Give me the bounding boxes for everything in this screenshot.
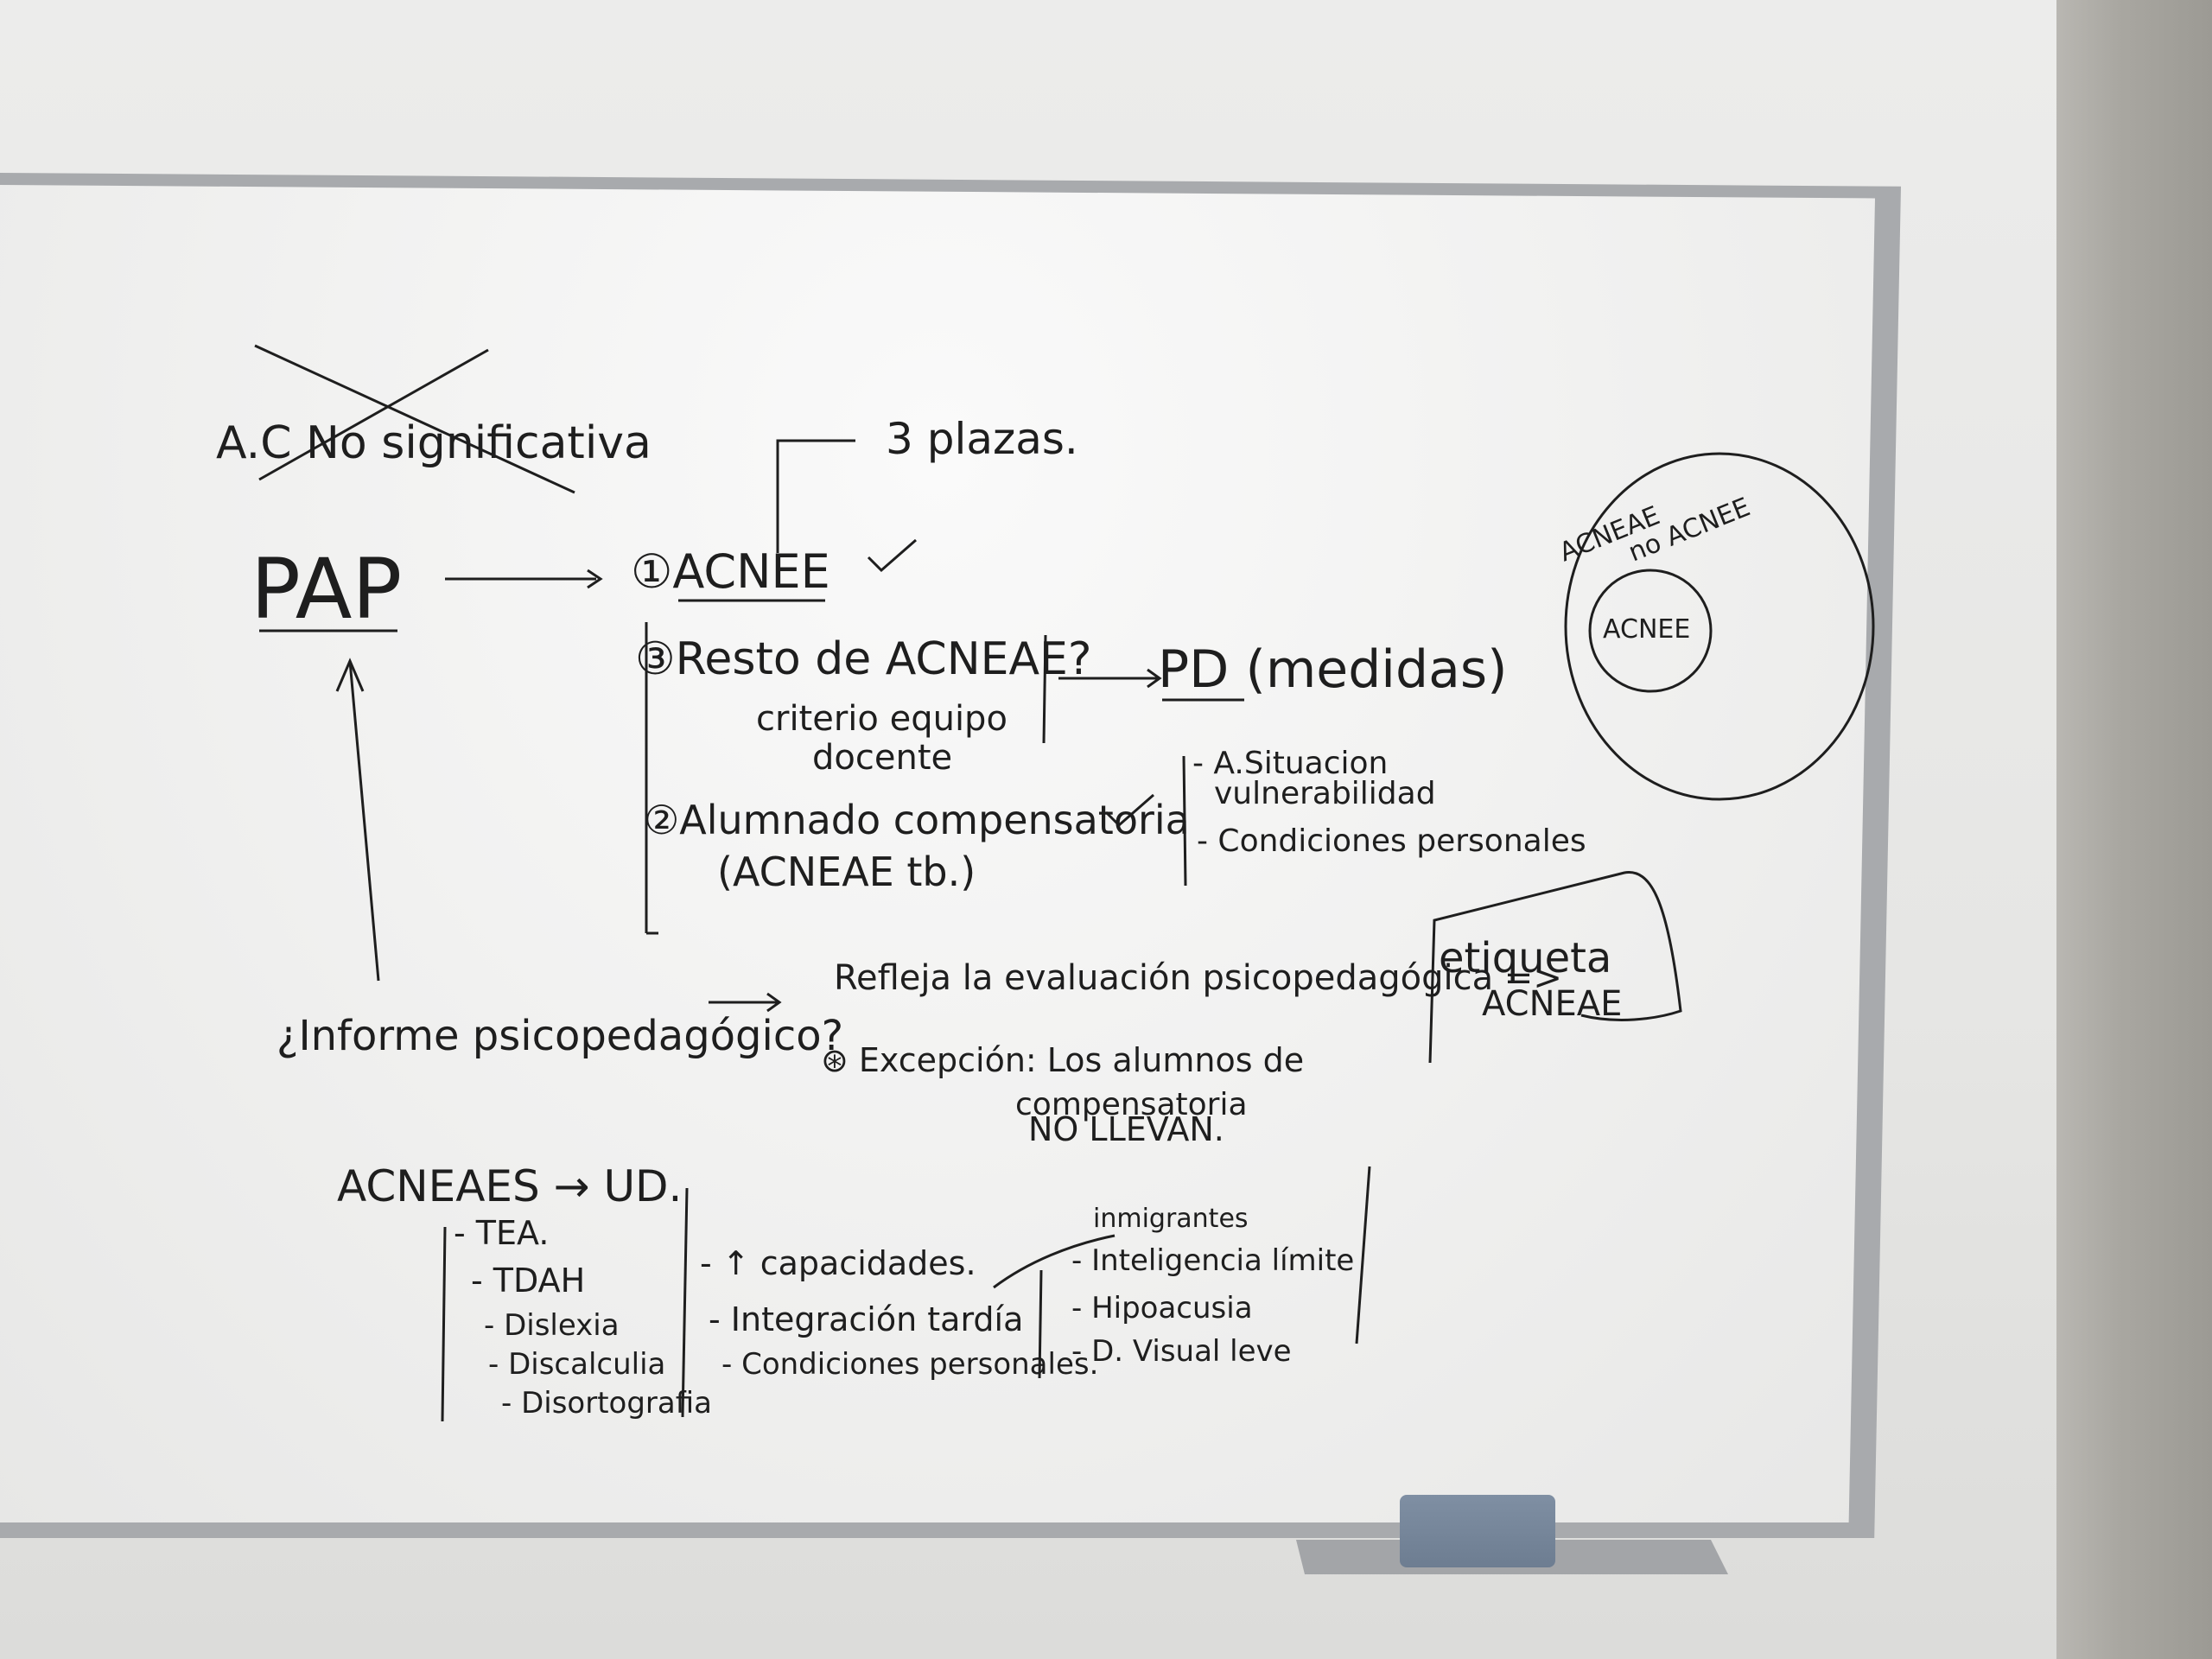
condiciones-line: - Condiciones personales: [1197, 823, 1586, 859]
etiqueta-label1: etiqueta: [1439, 934, 1611, 982]
inner-circle: [1588, 569, 1713, 693]
etiqueta-label2: ACNEAE: [1482, 984, 1622, 1024]
plazas-arrow: [776, 439, 855, 553]
item-resto: ③Resto de ACNEAE?: [635, 633, 1092, 685]
refleja-text: Refleja la evaluación psicopedagógica =>: [834, 958, 1562, 998]
outer-circle: [1564, 452, 1875, 801]
crossed-out-note: A.C No significativa: [216, 417, 652, 469]
whiteboard: [0, 185, 1875, 1522]
cross-line: [258, 348, 489, 481]
list-c-item: - Inteligencia límite: [1071, 1243, 1354, 1278]
list-b-item: - Integración tardía: [709, 1300, 1023, 1338]
list-a-item: - Discalculia: [488, 1347, 665, 1382]
situacion-line2: vulnerabilidad: [1214, 776, 1436, 811]
item-resto-sub2: docente: [812, 738, 952, 778]
item-resto-sub1: criterio equipo: [756, 699, 1007, 739]
pd-label: PD (medidas): [1158, 639, 1508, 700]
list-a-item: - Disortografia: [501, 1386, 712, 1421]
excepcion-line1: ⊛ Excepción: Los alumnos de: [821, 1041, 1304, 1079]
acneaes-label: ACNEAES → UD.: [337, 1161, 682, 1211]
board-eraser: [1400, 1495, 1555, 1567]
item-acnee: ①ACNEE: [631, 544, 830, 599]
check-mark: [867, 538, 917, 573]
list-b-item: - ↑ capacidades.: [700, 1244, 976, 1282]
informe-question: ¿Informe psicopedagógico?: [276, 1012, 843, 1060]
list-a-item: - TDAH: [471, 1262, 585, 1300]
list-a-item: - Dislexia: [484, 1308, 620, 1343]
list-c-item: - D. Visual leve: [1071, 1334, 1292, 1369]
excepcion-line2: compensatoria: [1015, 1087, 1248, 1122]
situacion-line1: - A.Situacion: [1192, 746, 1388, 781]
inmigrantes-arrow: [993, 1234, 1116, 1289]
excepcion-line3: NO LLEVAN.: [1028, 1110, 1224, 1148]
inmigrantes-label: inmigrantes: [1093, 1204, 1249, 1234]
concrete-pillar: [2056, 0, 2212, 1659]
plazas-label: 3 plazas.: [886, 414, 1078, 464]
item-alumnado: ②Alumnado compensatoria: [644, 797, 1190, 843]
etiqueta-box: [1428, 871, 1682, 1064]
item-alumnado-sub: (ACNEAE tb.): [717, 849, 976, 895]
cross-line: [254, 344, 575, 494]
list-c-item: - Hipoacusia: [1071, 1291, 1253, 1325]
pap-title: PAP: [251, 541, 402, 638]
list-b-item: - Condiciones personales.: [721, 1347, 1098, 1382]
informe-arrow: [348, 660, 380, 982]
inner-label: ACNEE: [1603, 614, 1690, 645]
list-a-item: - TEA.: [454, 1214, 549, 1252]
